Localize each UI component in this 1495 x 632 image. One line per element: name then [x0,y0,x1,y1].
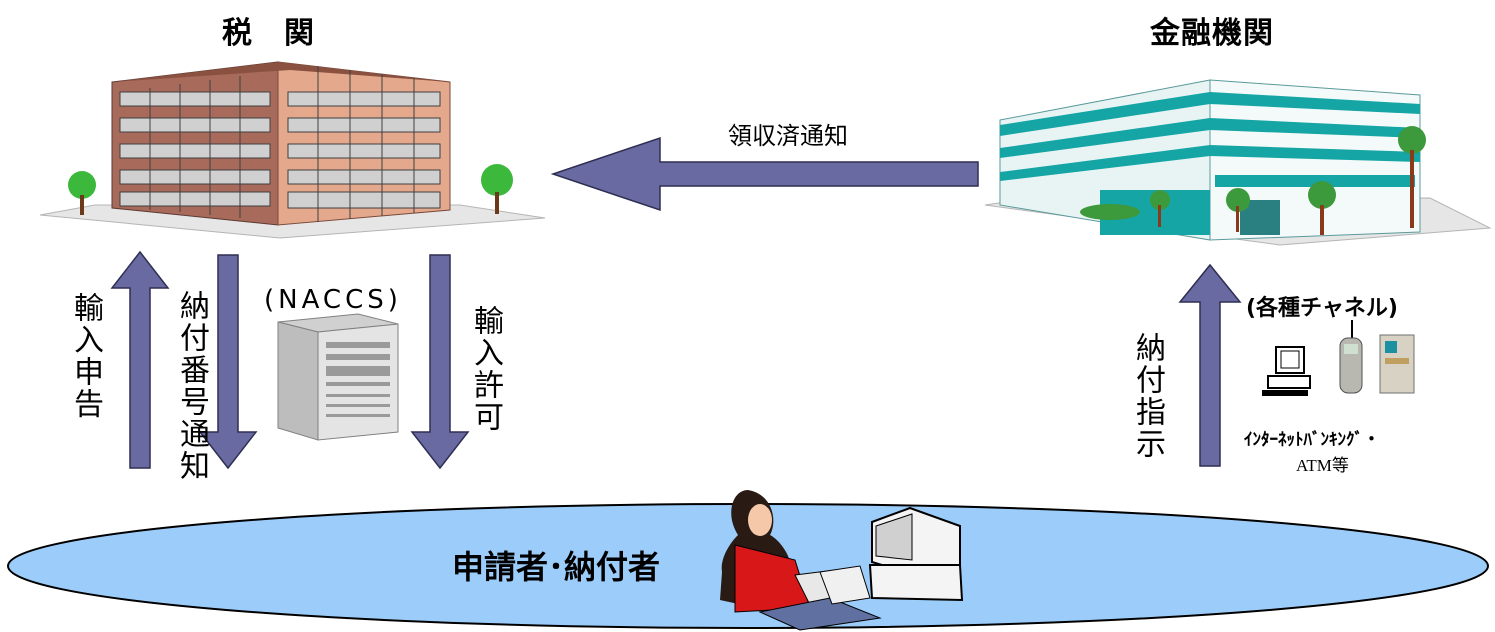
bank-label: 金融機関 [1150,16,1274,51]
bank-building-icon [984,79,1492,246]
mobile-phone-icon [1339,320,1363,394]
naccs-label: (NACCS) [264,285,402,315]
receipt-notice-label: 領収済通知 [728,122,848,150]
applicant-person-icon [720,490,882,631]
customs-building-icon [39,61,546,239]
receipt-notice-arrow [550,136,979,212]
atm-icon [1379,334,1415,394]
payment-instruction-label: 納付指示 [1130,332,1165,460]
customs-label: 税 関 [222,16,315,51]
import-permit-label: 輸入許可 [468,305,503,433]
import-declaration-label: 輸入申告 [68,292,103,420]
channels-line2: ATM等 [1296,456,1349,475]
payment-number-notice-label: 納付番号通知 [174,290,209,482]
channels-title: (各種チャネル) [1246,296,1398,321]
import-permit-arrow [410,254,470,470]
import-declaration-arrow [110,250,170,469]
naccs-server-icon [277,313,399,441]
payment-instruction-arrow [1178,263,1242,467]
channels-line1: ｲﾝﾀｰﾈｯﾄﾊﾞﾝｷﾝｸﾞ・ [1244,430,1380,450]
applicant-label: 申請者･納付者 [452,548,661,586]
applicant-computer-icon [819,506,964,605]
pc-icon [1262,346,1311,396]
payment-number-notice-arrow [198,254,258,470]
